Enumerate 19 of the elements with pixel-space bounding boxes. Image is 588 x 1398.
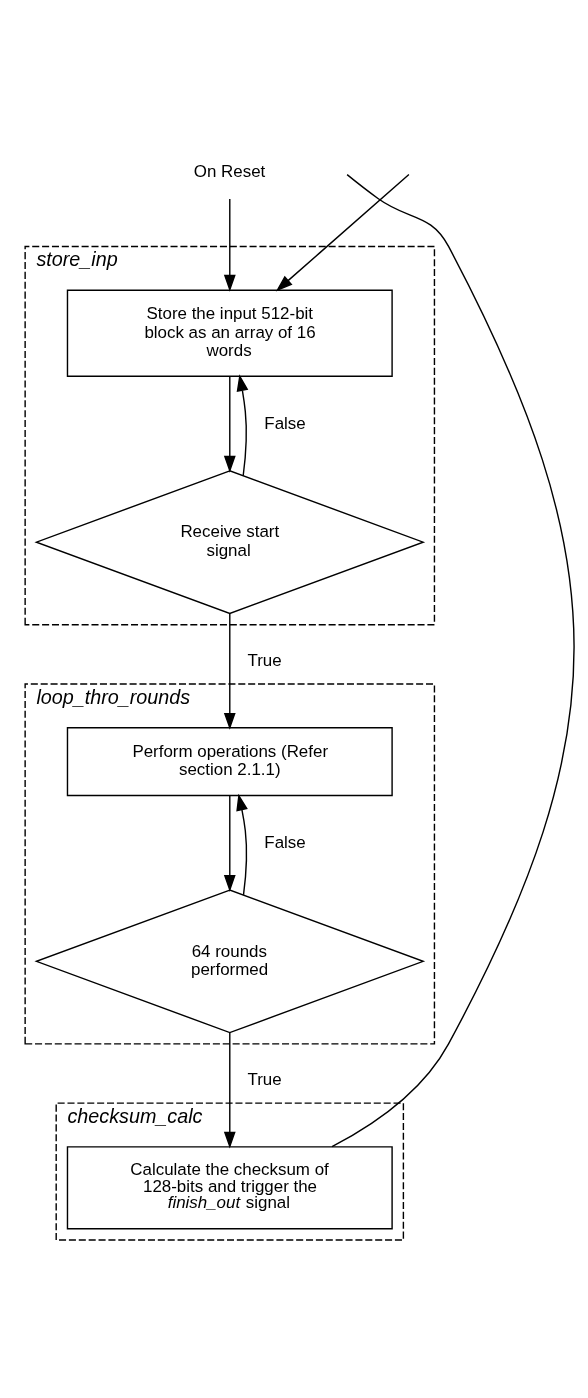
edge-label: False	[264, 413, 306, 433]
node-box: Store the input 512-bit block as an array of 16 words	[66, 289, 393, 377]
edge-label: True	[247, 1069, 282, 1089]
node-box: Perform operations (Refer section 2.1.1)	[66, 726, 393, 796]
node-diamond: Receive start signal	[34, 469, 426, 614]
connector	[331, 173, 575, 1147]
arrow	[236, 373, 249, 476]
arrow	[275, 173, 410, 291]
edge-label: True	[247, 650, 282, 670]
arrow	[223, 375, 236, 473]
arrow	[236, 793, 248, 896]
arrow	[223, 612, 236, 730]
arrow	[223, 794, 236, 892]
node-box: Calculate the checksum of 128-bits and trigger the finish_out signal	[66, 1145, 393, 1229]
node-diamond: 64 rounds performed	[34, 888, 426, 1033]
edge-label: False	[264, 832, 306, 852]
arrow	[223, 197, 236, 292]
node-text: On Reset	[193, 161, 266, 181]
arrow	[223, 1031, 236, 1149]
